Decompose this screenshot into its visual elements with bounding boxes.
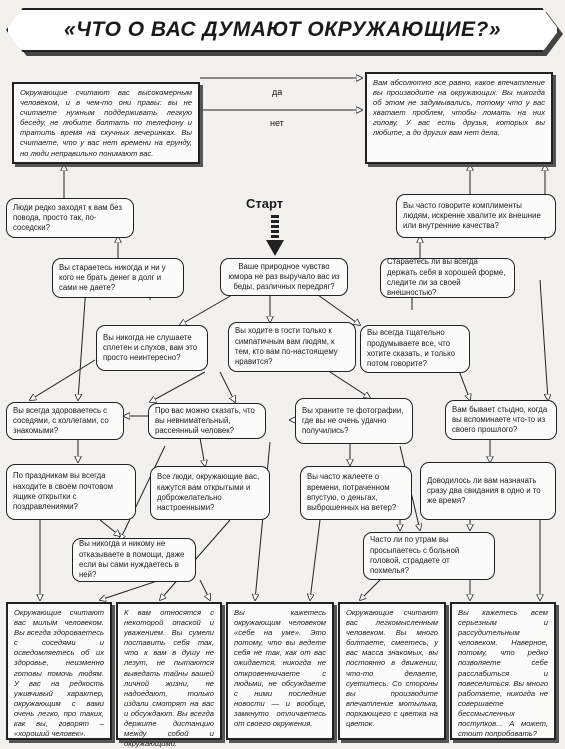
start-label: Старт (246, 196, 284, 211)
question-help: Вы никогда и никому не отказываете в пом… (72, 538, 196, 582)
no-label: нет (270, 118, 284, 128)
question-compliments: Вы часто говорите комплименты людям, иск… (396, 194, 556, 238)
result-bottom-4: Окружающие считают вас легкомысленным че… (338, 602, 446, 740)
result-bottom-5: Вы кажетесь всем серьезным и рассудитель… (450, 602, 556, 740)
question-morning: Часто ли по утрам вы просыпаетесь с боль… (363, 532, 495, 580)
question-cards: По праздникам вы всегда находите в своем… (6, 464, 136, 520)
result-top-left: Окружающие считают вас высокомерным чело… (12, 82, 200, 164)
question-ashamed: Вам бывает стыдно, когда вы вспоминаете … (445, 400, 557, 440)
question-absent: Про вас можно сказать, что вы невнимател… (148, 403, 266, 439)
question-shape: Стараетесь ли вы всегда держать себя в х… (380, 257, 515, 298)
question-dates: Доводилось ли вам назначать сразу два св… (420, 462, 556, 520)
question-think: Вы всегда тщательно продумываете все, чт… (360, 325, 470, 373)
result-bottom-3: Вы кажетесь окружающим человеком «себе н… (226, 602, 334, 740)
result-bottom-1: Окружающие считают вас милым человеком. … (6, 602, 112, 740)
yes-label: да (272, 87, 283, 97)
question-regret: Вы часто жалеете о времени, потраченном … (300, 466, 412, 520)
question-photos: Вы храните те фотографии, где вы не очен… (295, 398, 413, 444)
page-title: «ЧТО О ВАС ДУМАЮТ ОКРУЖАЮЩИЕ?» (63, 18, 502, 41)
question-debt: Вы стараетесь никогда и ни у кого не бра… (52, 258, 184, 298)
question-gossip: Вы никогда не слушаете сплетен и слухов,… (96, 325, 208, 371)
question-greet: Вы всегда здороваетесь с соседями, с кол… (6, 402, 124, 440)
question-humor: Ваше природное чувство юмора не раз выру… (220, 258, 348, 296)
question-visit: Люди редко заходят к вам без повода, про… (6, 198, 134, 238)
title-banner: «ЧТО О ВАС ДУМАЮТ ОКРУЖАЮЩИЕ?» (6, 8, 563, 56)
question-guests: Вы ходите в гости только к симпатичным в… (228, 322, 356, 372)
result-top-right: Вам абсолютно все равно, какое впечатлен… (365, 72, 553, 164)
question-kind: Все люди, окружающие вас, кажутся вам от… (150, 466, 270, 520)
start-arrow-icon (266, 215, 284, 256)
result-bottom-2: К вам относятся с некоторой опаской и ув… (116, 602, 222, 748)
